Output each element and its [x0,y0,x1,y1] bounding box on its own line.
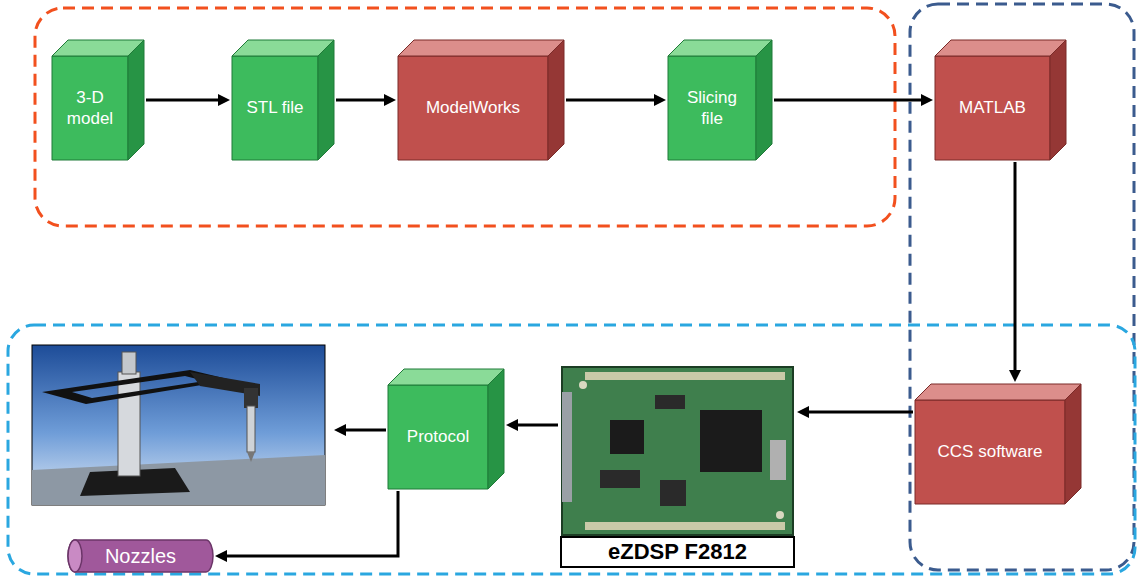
cube-top [935,40,1066,56]
flow-arrow [221,491,398,556]
node-label: 3-D model [60,87,120,130]
nozzle-cylinder: Nozzles [68,540,213,572]
cylinder-body [68,540,213,572]
group-outline [35,8,895,226]
flow-arrow [146,99,224,102]
flow-arrow [803,411,913,414]
chip [660,480,686,506]
chip [655,395,685,409]
cube-front [935,56,1050,160]
flow-arrow [1014,162,1017,376]
nozzle-tip [247,452,255,462]
cylinder-end [68,540,82,572]
cube-side [488,369,504,489]
process-cube: 3-D model [52,40,144,160]
node-label: Slicing file [676,87,748,130]
cube-front [52,56,128,160]
cube-top [232,40,334,56]
cube-front [388,385,488,489]
node-label: Nozzles [105,545,176,567]
node-label: ModelWorks [426,97,520,118]
cube-top [388,369,504,385]
cube-side [1050,40,1066,160]
nozzle-body [247,406,255,452]
dsp-chip [700,410,762,472]
flow-arrow [336,99,390,102]
group-outline [8,325,1135,574]
pin-header [585,372,785,380]
edge-connector [562,392,572,502]
connector [770,440,786,480]
board-block: eZDSP F2812 [560,365,795,568]
cube-top [398,40,564,56]
mount-hole [776,511,784,519]
node-label: STL file [246,97,303,118]
table-surface [32,455,325,505]
mount-hole [579,381,587,389]
connector-layer [146,100,1015,556]
printer-illustration [32,345,325,505]
board-illustration [562,367,793,535]
cube-front [668,56,756,160]
chip [600,470,640,488]
process-cube: Protocol [388,369,504,489]
flow-arrow [512,424,558,427]
process-cube: MATLAB [935,40,1066,160]
process-cube: STL file [232,40,334,160]
cube-side [1065,384,1081,504]
node-label: Protocol [407,426,469,447]
flow-arrow [340,429,386,432]
process-cube: Slicing file [668,40,772,160]
cube-front [232,56,318,160]
cube-top [915,384,1081,400]
cube-front [915,400,1065,504]
photo-background [32,345,325,505]
gantry-column [118,372,140,476]
flow-arrow [566,99,660,102]
process-cube: ModelWorks [398,40,564,160]
node-label: CCS software [938,441,1043,462]
column-top [122,352,136,374]
board-label: eZDSP F2812 [560,536,795,568]
cube-side [548,40,564,160]
pcb [562,367,793,535]
node-label: MATLAB [959,97,1026,118]
cube-front [398,56,548,160]
group-outline [910,4,1134,570]
process-cube: CCS software [915,384,1081,504]
flow-arrow [774,99,927,102]
pin-header [585,522,785,530]
cube-side [128,40,144,160]
cube-top [668,40,772,56]
chip [610,420,644,454]
nozzle-holder [244,388,258,408]
cube-side [756,40,772,160]
cube-side [318,40,334,160]
